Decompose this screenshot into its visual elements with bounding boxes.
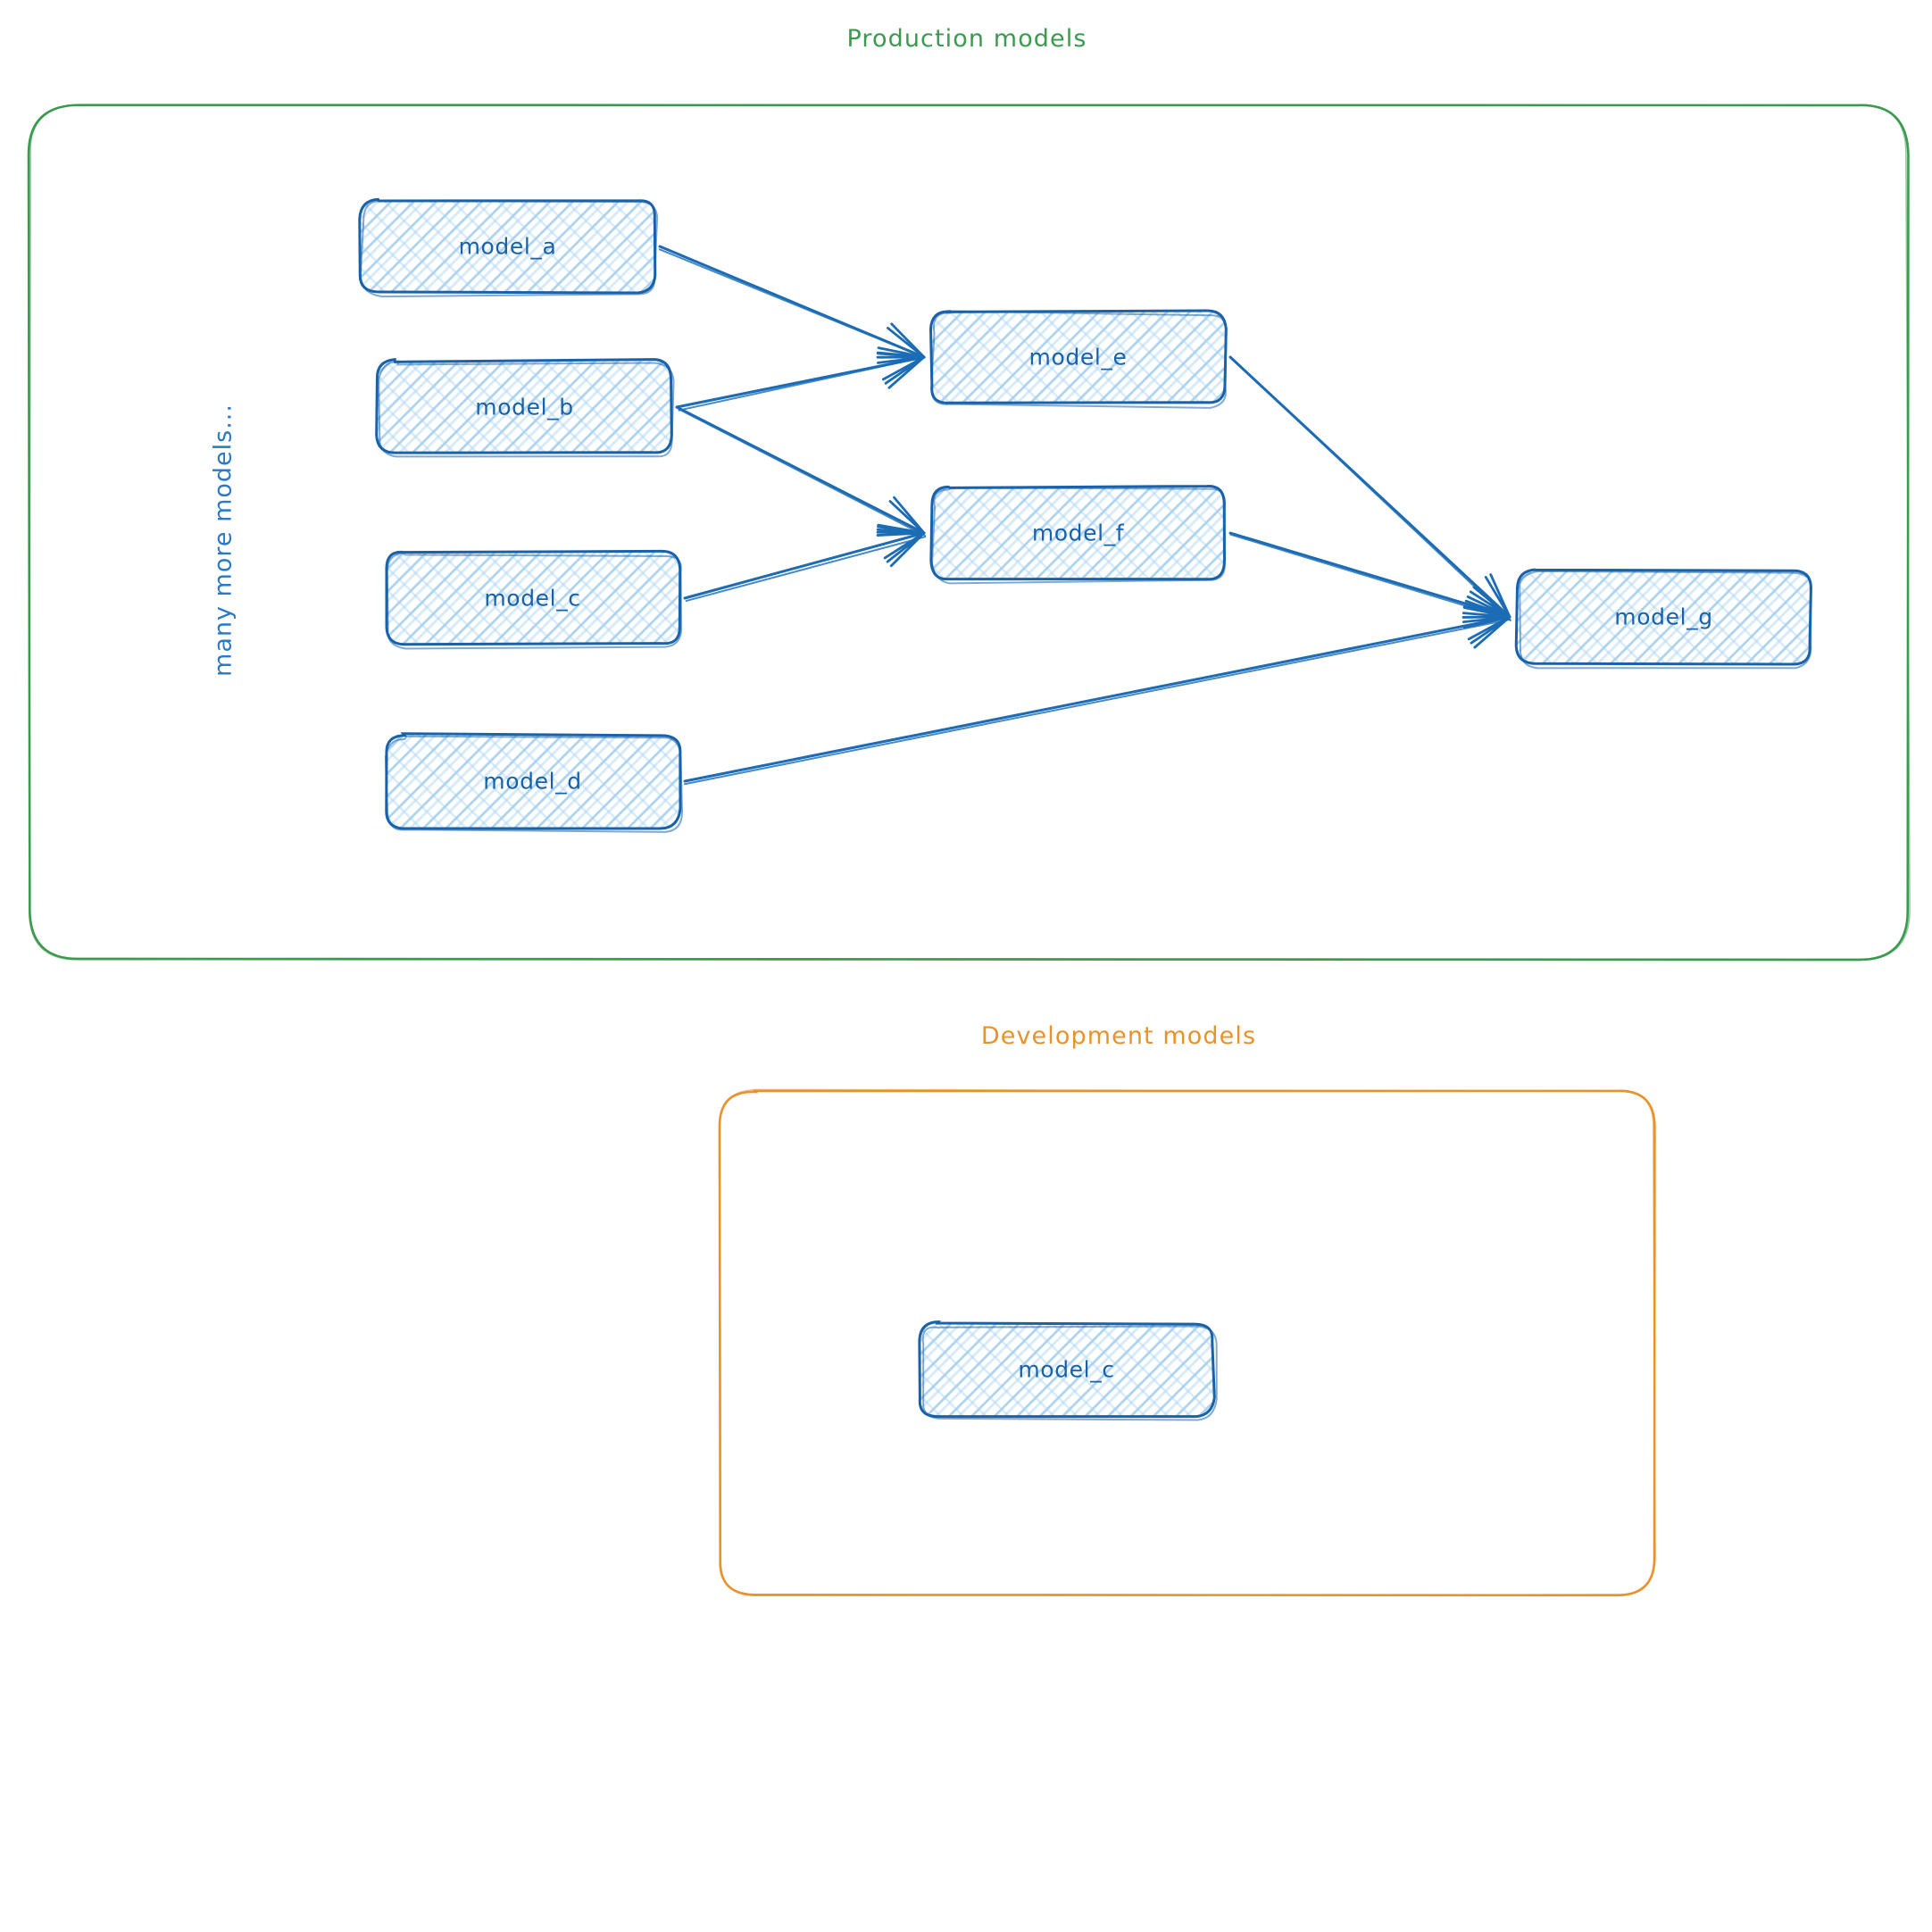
node-model_a[interactable] <box>358 197 659 298</box>
node-outline <box>931 487 1227 585</box>
edge-model_c-to-model_f <box>683 525 927 603</box>
node-model_g[interactable] <box>1514 568 1812 670</box>
frame-production <box>27 104 1911 962</box>
node-model_c[interactable] <box>385 549 683 650</box>
node-fill-cross <box>1517 570 1811 663</box>
node-fill-cross <box>931 311 1225 404</box>
node-model_e[interactable] <box>929 309 1228 409</box>
node-label-dev_model_c: model_c <box>1018 1356 1115 1383</box>
diagram-svg <box>27 104 1911 1597</box>
node-outline <box>385 732 682 830</box>
edge-model_b-to-model_f <box>675 405 927 537</box>
edges-layer <box>658 245 1511 786</box>
node-outline <box>384 735 683 833</box>
frame-label-development: Development models <box>980 1022 1257 1050</box>
node-outline <box>378 360 675 458</box>
frame-label-production: Production models <box>846 25 1087 53</box>
frames-layer <box>27 104 1911 1597</box>
node-label-model_c: model_c <box>484 585 581 612</box>
nodes-layer <box>358 197 1812 1421</box>
frame-development <box>718 1088 1656 1597</box>
node-fill-cross <box>361 200 654 293</box>
edge-model_a-to-model_e <box>658 245 926 364</box>
edge-model_d-to-model_g <box>683 606 1511 786</box>
edge-model_b-to-model_e <box>675 346 926 412</box>
node-outline <box>359 200 659 298</box>
node-label-model_g: model_g <box>1614 604 1713 630</box>
edge-model_f-to-model_g <box>1228 531 1511 629</box>
node-fill-cross <box>386 735 679 828</box>
node-fill-cross <box>920 1323 1213 1416</box>
node-fill-cross <box>386 552 679 645</box>
node-model_f[interactable] <box>929 484 1227 585</box>
node-outline <box>930 310 1228 409</box>
node-label-model_e: model_e <box>1028 344 1128 371</box>
node-label-model_d: model_d <box>483 768 582 795</box>
node-fill-cross <box>931 487 1225 579</box>
node-outline <box>921 1325 1218 1421</box>
node-model_d[interactable] <box>384 732 683 833</box>
node-outline <box>1519 570 1812 670</box>
edge-model_e-to-model_g <box>1228 355 1511 621</box>
node-model_b[interactable] <box>375 358 675 458</box>
node-label-model_a: model_a <box>458 233 557 260</box>
node-label-model_f: model_f <box>1031 520 1125 546</box>
node-dev_model_c[interactable] <box>918 1320 1218 1421</box>
side-note-many-more-models: many more models... <box>209 404 237 677</box>
node-fill-cross <box>378 361 671 454</box>
node-outline <box>386 552 683 650</box>
node-label-model_b: model_b <box>475 394 574 421</box>
